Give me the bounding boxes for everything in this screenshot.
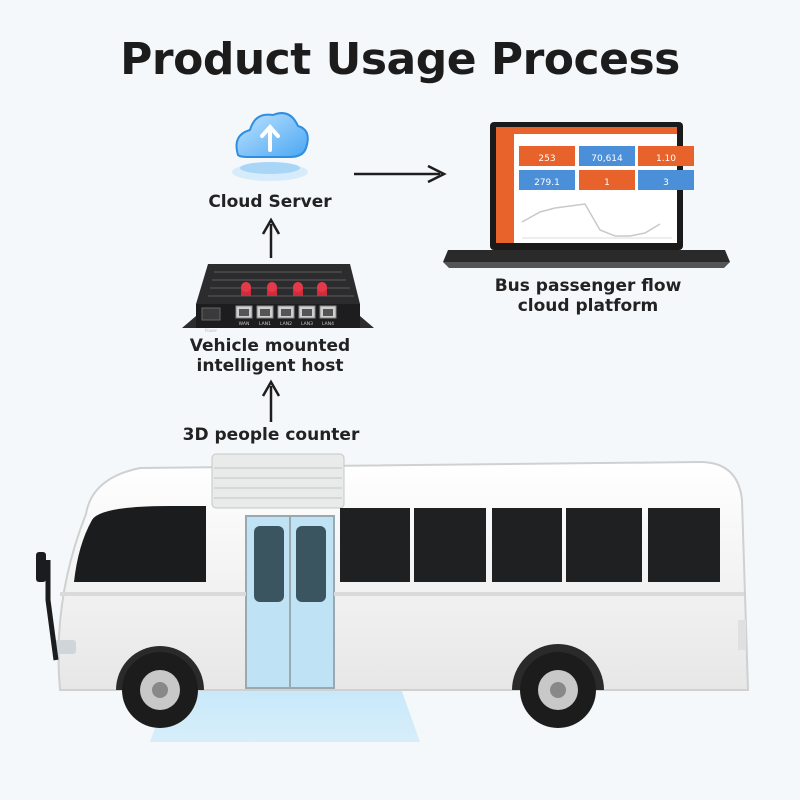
cloud-upload-icon [232, 112, 309, 181]
dashboard-tile: 253 [519, 146, 575, 166]
dashboard-tile-value: 279.1 [534, 178, 560, 188]
antenna-connector [317, 282, 327, 296]
page-title: Product Usage Process [120, 34, 680, 85]
port-label: LAN2 [280, 321, 292, 327]
dashboard-tile: 1.10 [638, 146, 694, 166]
vehicle-host-label: Vehicle mounted intelligent host [170, 336, 370, 376]
dashboard-tile: 3 [638, 170, 694, 190]
platform-line1: Bus passenger flow [494, 276, 682, 296]
ethernet-port: WAN [235, 305, 253, 327]
vehicle-host-line2: intelligent host [196, 356, 344, 376]
router-device: WAN LAN1 LAN2 LAN3 LAN4 Power [182, 264, 374, 333]
dashboard-tile-value: 253 [538, 154, 555, 164]
dashboard-tile-value: 1 [604, 178, 610, 188]
port-label: LAN1 [259, 321, 271, 327]
ethernet-port: LAN3 [298, 305, 316, 327]
cloud-server-label: Cloud Server [208, 192, 332, 212]
port-label: LAN4 [322, 321, 334, 327]
dashboard-tile: 279.1 [519, 170, 575, 190]
bus-illustration [36, 453, 750, 742]
arrow-up-icon [261, 217, 281, 258]
power-label: Power [205, 328, 217, 333]
port-label: LAN3 [301, 321, 313, 327]
dashboard-tile-value: 70,614 [591, 154, 623, 164]
dashboard-tiles: 253 70,614 1.10 279.1 1 3 [519, 146, 694, 190]
antenna-connector [241, 282, 251, 296]
ethernet-port: LAN2 [277, 305, 295, 327]
platform-line2: cloud platform [517, 296, 659, 316]
vehicle-host-line1: Vehicle mounted [189, 336, 351, 356]
arrow-right-icon [354, 164, 447, 184]
dashboard-tile-value: 3 [663, 178, 669, 188]
dashboard-tile: 70,614 [579, 146, 635, 166]
port-label: WAN [239, 321, 250, 327]
people-counter-label: 3D people counter [182, 425, 360, 445]
arrow-up-icon [261, 379, 281, 422]
ethernet-port: LAN4 [319, 305, 337, 327]
dashboard-tile: 1 [579, 170, 635, 190]
laptop-dashboard: 253 70,614 1.10 279.1 1 3 [443, 122, 730, 268]
antenna-connector [267, 282, 277, 296]
antenna-connector [293, 282, 303, 296]
platform-label: Bus passenger flow cloud platform [480, 276, 696, 316]
dashboard-tile-value: 1.10 [656, 154, 676, 164]
ethernet-port: LAN1 [256, 305, 274, 327]
